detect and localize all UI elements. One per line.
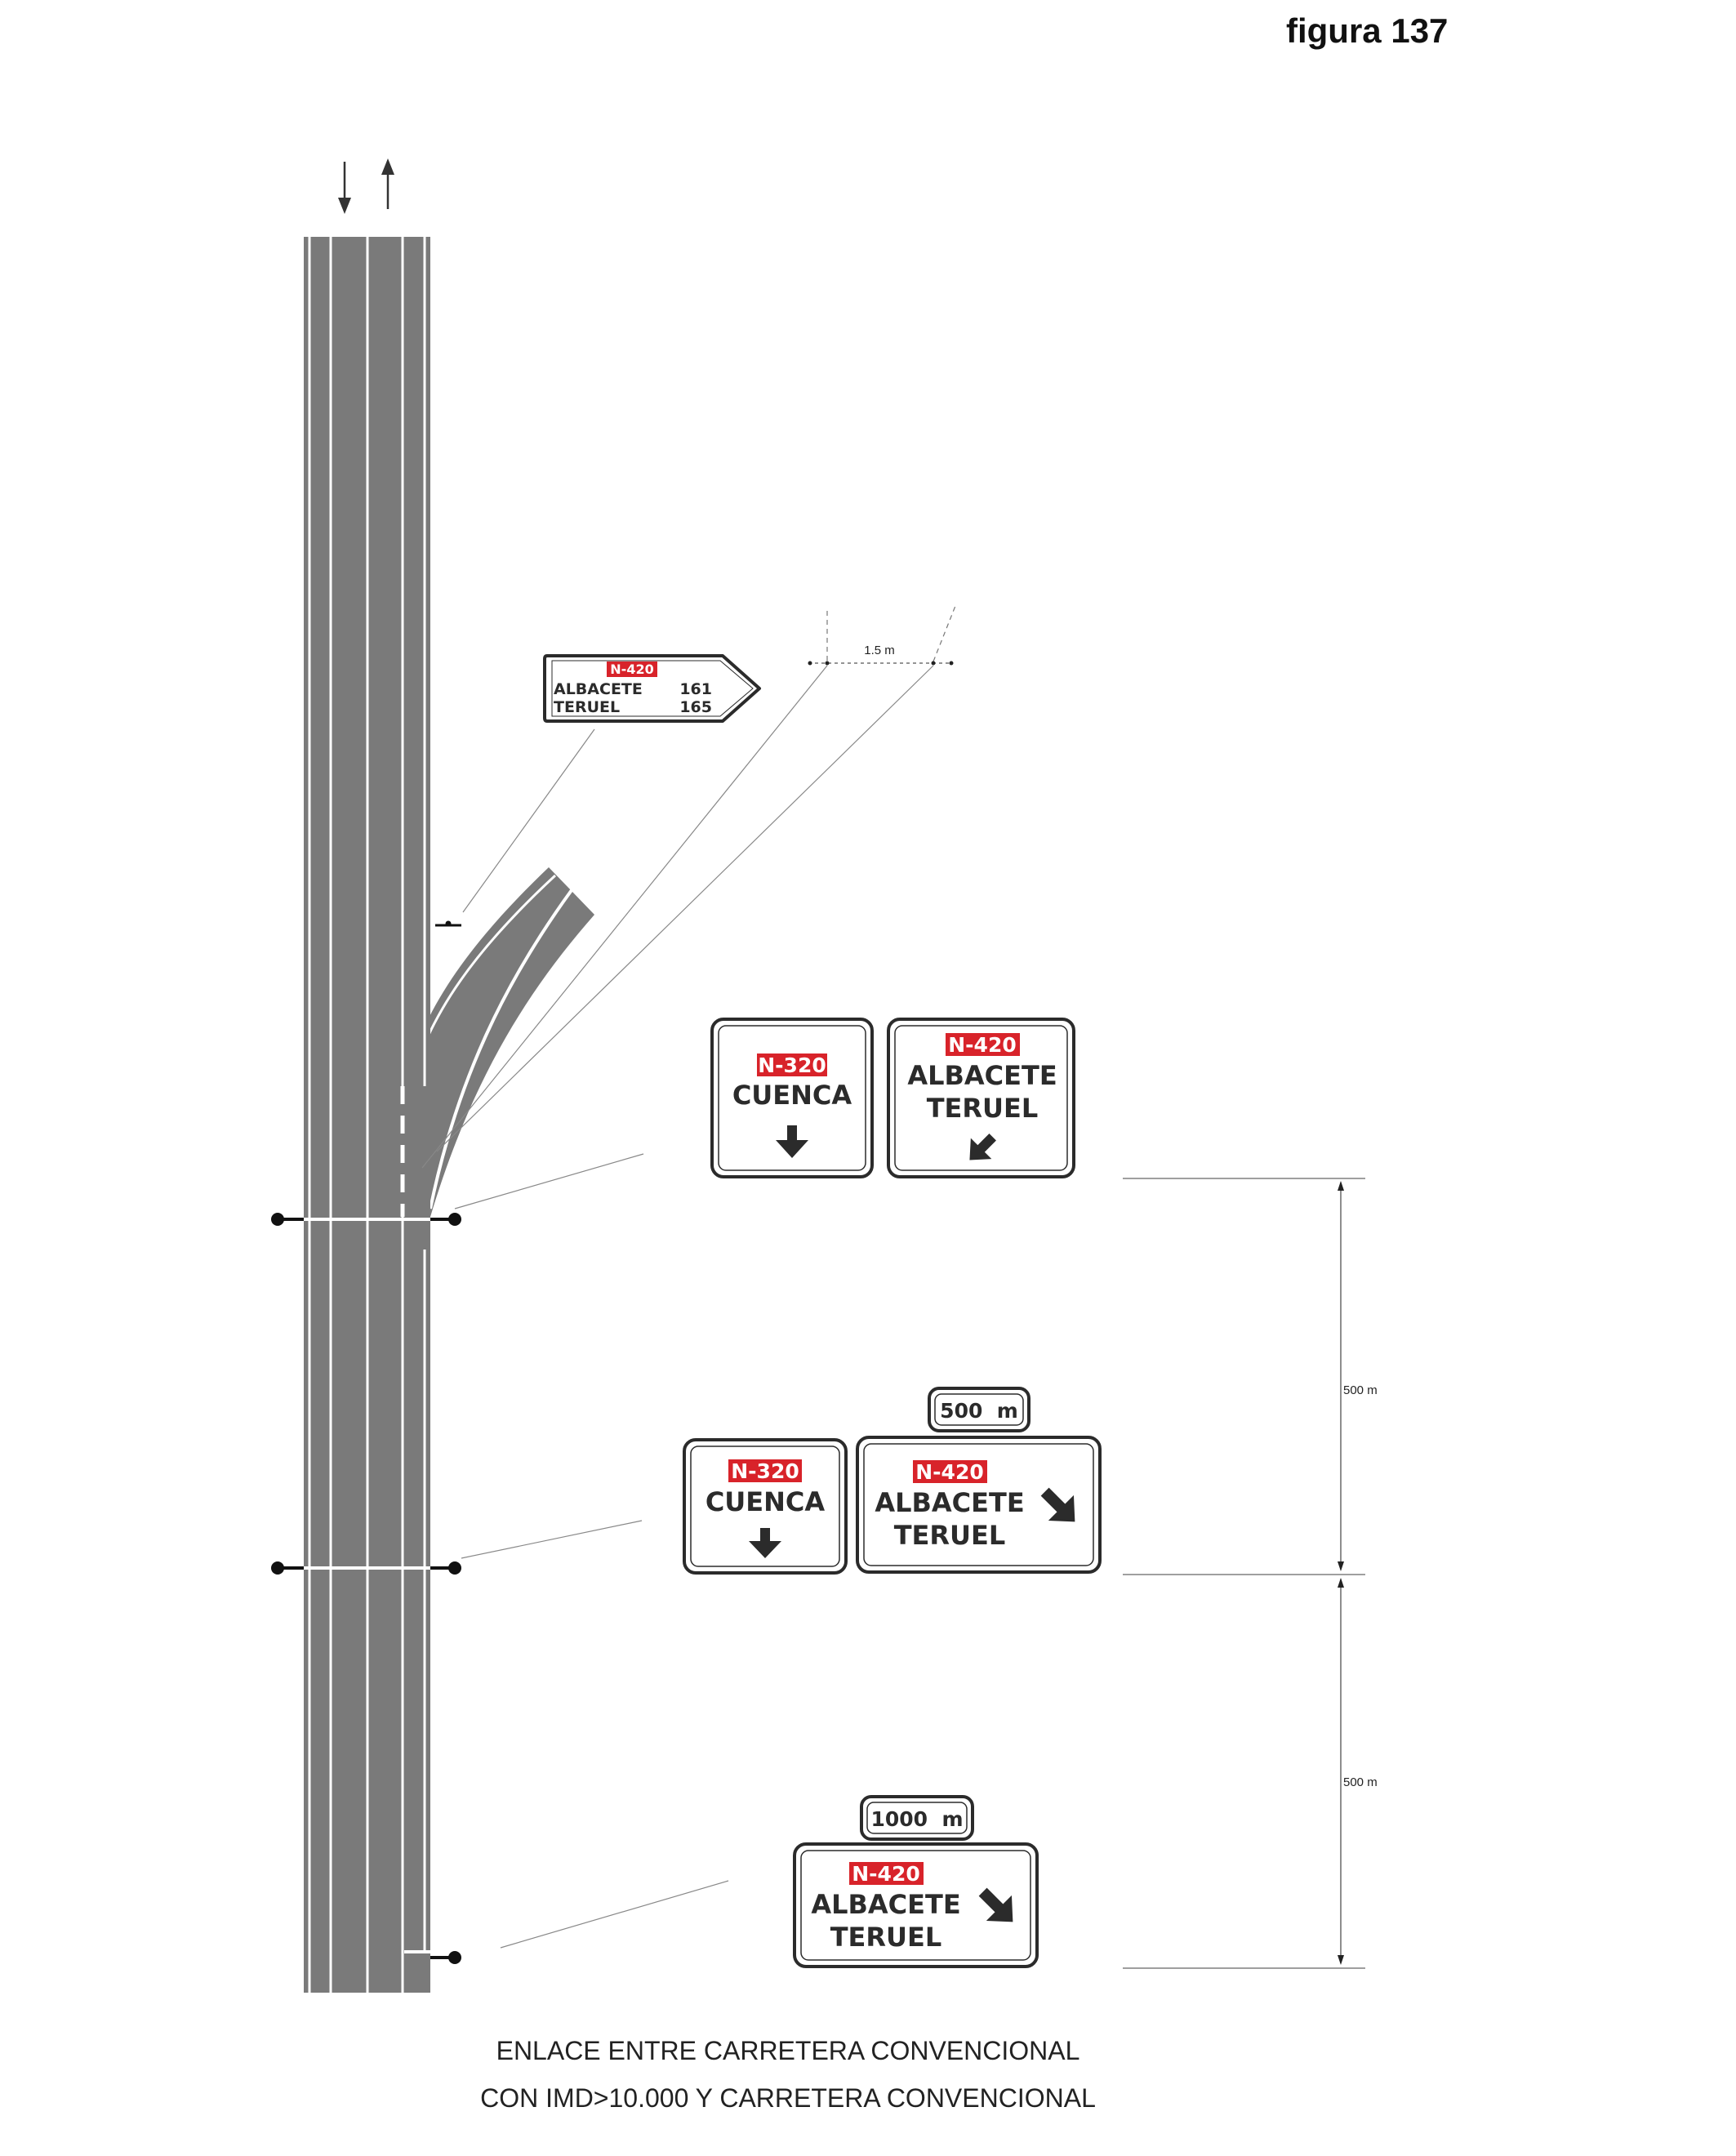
road-number: N-320 xyxy=(731,1459,799,1483)
road-number-badge xyxy=(913,1460,987,1483)
destination-2: TERUEL xyxy=(830,1922,942,1953)
pointer-sign-post xyxy=(435,920,461,927)
gantry-500m xyxy=(271,1561,461,1575)
upper-distance-label: 500 m xyxy=(1343,1383,1378,1397)
road-number-badge xyxy=(728,1459,802,1482)
gore-sign-n320: N-320 CUENCA xyxy=(710,1018,874,1178)
gantry-gore xyxy=(271,1213,461,1226)
arrow-down-right-icon xyxy=(1040,1487,1075,1522)
distance-plate-text: 1000 m xyxy=(870,1807,963,1831)
pre-sign-n320: N-320 CUENCA xyxy=(683,1438,848,1575)
distance-1: 161 xyxy=(679,680,712,698)
advance-sign-n420: N-420 ALBACETE TERUEL xyxy=(793,1842,1039,1968)
lower-distance-label: 500 m xyxy=(1343,1775,1378,1789)
destination-2: TERUEL xyxy=(554,698,620,716)
plate-1000m: 1000 m xyxy=(860,1795,974,1841)
caption-line-2: CON IMD>10.000 Y CARRETERA CONVENCIONAL xyxy=(480,2083,1096,2113)
sign-post-1000m xyxy=(430,1951,461,1964)
figure-caption: ENLACE ENTRE CARRETERA CONVENCIONAL CON … xyxy=(0,2027,1576,2122)
main-road xyxy=(304,237,430,1993)
arrow-down-right-icon xyxy=(978,1887,1013,1922)
traffic-direction-arrows xyxy=(338,158,394,214)
destination-2: TERUEL xyxy=(927,1093,1039,1124)
destination-1: ALBACETE xyxy=(875,1487,1024,1518)
exit-pointer-sign: N-420 ALBACETE 161 TERUEL 165 xyxy=(543,654,761,723)
road-number: N-420 xyxy=(915,1460,983,1484)
arrow-down-right-icon xyxy=(969,1134,996,1160)
exit-ramp xyxy=(404,867,594,1217)
offset-dimension: 1.5 m xyxy=(808,605,956,666)
road-number: N-420 xyxy=(852,1862,919,1886)
arrow-down-icon xyxy=(338,198,351,214)
road-number: N-320 xyxy=(758,1054,826,1077)
destination: CUENCA xyxy=(732,1080,852,1111)
arrow-up-icon xyxy=(381,158,394,175)
destination-2: TERUEL xyxy=(894,1520,1006,1551)
offset-dimension-label: 1.5 m xyxy=(864,644,895,657)
arrow-down-icon xyxy=(749,1528,781,1558)
destination-1: ALBACETE xyxy=(907,1060,1057,1091)
distance-plate-text: 500 m xyxy=(940,1399,1018,1423)
destination: CUENCA xyxy=(706,1486,826,1517)
road-number: N-420 xyxy=(610,662,653,677)
caption-line-1: ENLACE ENTRE CARRETERA CONVENCIONAL xyxy=(496,2036,1080,2065)
leader-lines xyxy=(421,665,934,1949)
distance-dimensions: 500 m 500 m xyxy=(1123,1178,1378,1969)
figure-title: figura 137 xyxy=(1286,11,1449,50)
destination-1: ALBACETE xyxy=(554,680,643,698)
road-number: N-420 xyxy=(948,1033,1016,1057)
road-number-badge xyxy=(757,1054,827,1076)
arrow-down-icon xyxy=(776,1125,808,1158)
destination-1: ALBACETE xyxy=(811,1889,960,1920)
gore-sign-n420: N-420 ALBACETE TERUEL xyxy=(887,1018,1075,1178)
pre-sign-n420: N-420 ALBACETE TERUEL xyxy=(856,1436,1102,1574)
road-number-badge xyxy=(946,1033,1020,1056)
road-number-badge xyxy=(849,1862,924,1885)
plate-500m: 500 m xyxy=(928,1387,1030,1432)
distance-2: 165 xyxy=(679,698,712,716)
road-number-badge xyxy=(607,662,657,677)
